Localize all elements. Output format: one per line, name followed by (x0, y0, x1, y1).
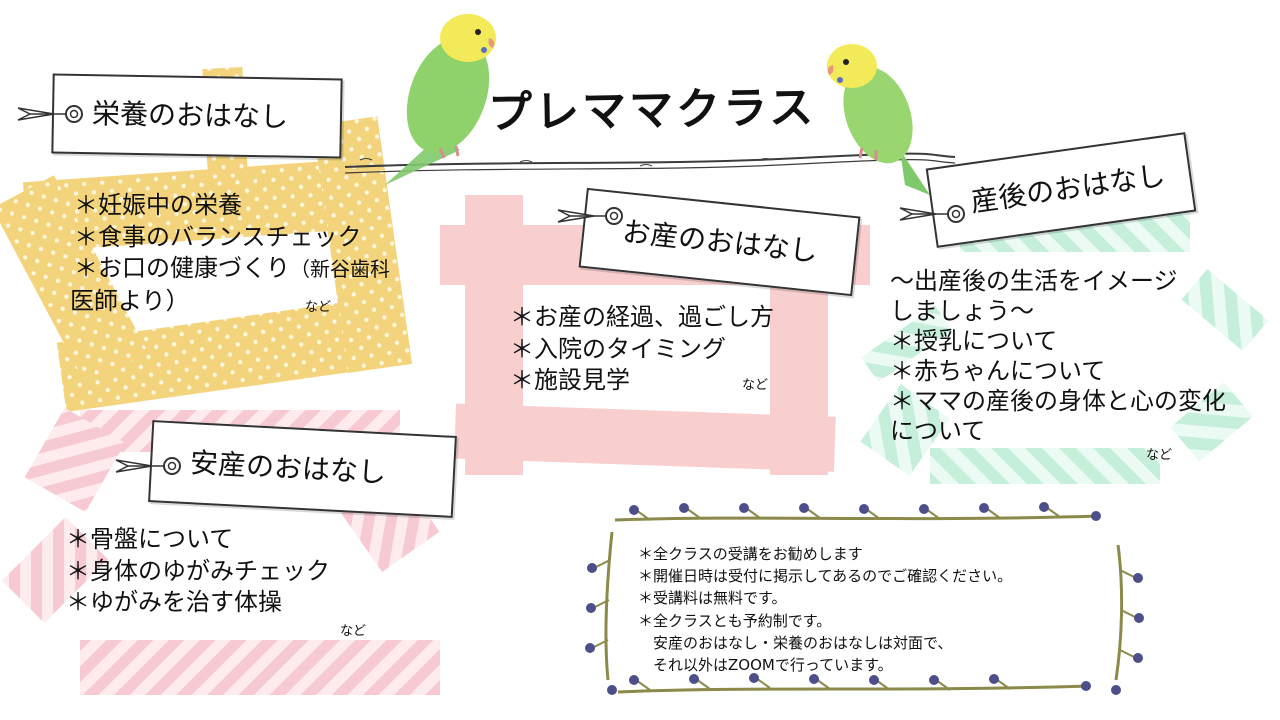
list-item-continued: について (890, 417, 986, 445)
note-line: 安産のおはなし・栄養のおはなしは対面で、 (638, 633, 953, 652)
tag-label-nutrition: 栄養のおはなし (91, 97, 289, 134)
note-line: それ以外はZOOMで行っています。 (638, 655, 893, 674)
postpartum-etc: など (1146, 448, 1173, 463)
safe-birth-list: ＊骨盤について ＊身体のゆがみチェック ＊ゆがみを治す体操 (66, 524, 330, 619)
list-item: ＊妊娠中の栄養 (74, 191, 242, 219)
list-item: ＊食事のバランスチェック (74, 222, 362, 251)
arrow-tag-icon (557, 207, 623, 225)
tag-label-birth: お産のおはなし (620, 214, 820, 269)
list-item: ＊身体のゆがみチェック (66, 556, 330, 585)
list-item: ＊骨盤について (66, 525, 234, 553)
arrow-tag-icon (17, 105, 83, 123)
postpartum-list: ～出産後の生活をイメージ しましょう～ ＊授乳について ＊赤ちゃんについて ＊マ… (890, 266, 1226, 446)
tag-label-safe-birth: 安産のおはなし (189, 446, 387, 490)
list-item: ＊施設見学 (510, 366, 630, 395)
branch (344, 152, 956, 174)
safe-birth-etc: など (340, 624, 367, 639)
notes-box: ＊全クラスの受講をお勧めします ＊開催日時は受付に掲示してあるのでご確認ください… (638, 543, 1012, 676)
tag-label-postpartum: 産後のおはなし (968, 158, 1168, 219)
list-item: ＊入院のタイミング (510, 334, 726, 363)
page-title: プレママクラス (487, 82, 817, 139)
postpartum-intro-line: ～出産後の生活をイメージ (890, 267, 1178, 295)
nutrition-etc: など (305, 300, 332, 315)
list-item: ＊お産の経過、過ごし方 (510, 303, 774, 331)
postpartum-intro-line: しましょう～ (890, 297, 1034, 325)
list-item: ＊ゆがみを治す体操 (66, 588, 282, 617)
birth-list: ＊お産の経過、過ごし方 ＊入院のタイミング ＊施設見学 (510, 302, 774, 397)
note-line: ＊受講料は無料です。 (638, 589, 787, 608)
note-line: ＊全クラスとも予約制です。 (638, 611, 832, 630)
list-item: ＊赤ちゃんについて (890, 357, 1106, 385)
list-item: ＊ママの産後の身体と心の変化 (890, 387, 1226, 415)
tag-nutrition: 栄養のおはなし (51, 73, 343, 159)
vine-berries (585, 502, 1144, 695)
note-line: ＊開催日時は受付に掲示してあるのでご確認ください。 (638, 567, 1013, 586)
tag-safe-birth: 安産のおはなし (148, 420, 457, 518)
parakeet-right (827, 44, 930, 195)
list-item: ＊授乳について (890, 327, 1058, 355)
nutrition-item3-continued: 医師より） (70, 287, 190, 315)
note-line: ＊全クラスの受講をお勧めします (638, 545, 863, 563)
nutrition-list: ＊妊娠中の栄養 ＊食事のバランスチェック ＊お口の健康づくり（新谷歯科 (74, 190, 390, 285)
vine-frame (591, 506, 1138, 694)
arrow-tag-icon (899, 205, 965, 223)
parakeet-left (385, 14, 496, 185)
birth-etc: など (742, 378, 769, 393)
arrow-tag-icon (115, 457, 181, 475)
list-item: ＊お口の健康づくり（新谷歯科 (74, 254, 390, 283)
